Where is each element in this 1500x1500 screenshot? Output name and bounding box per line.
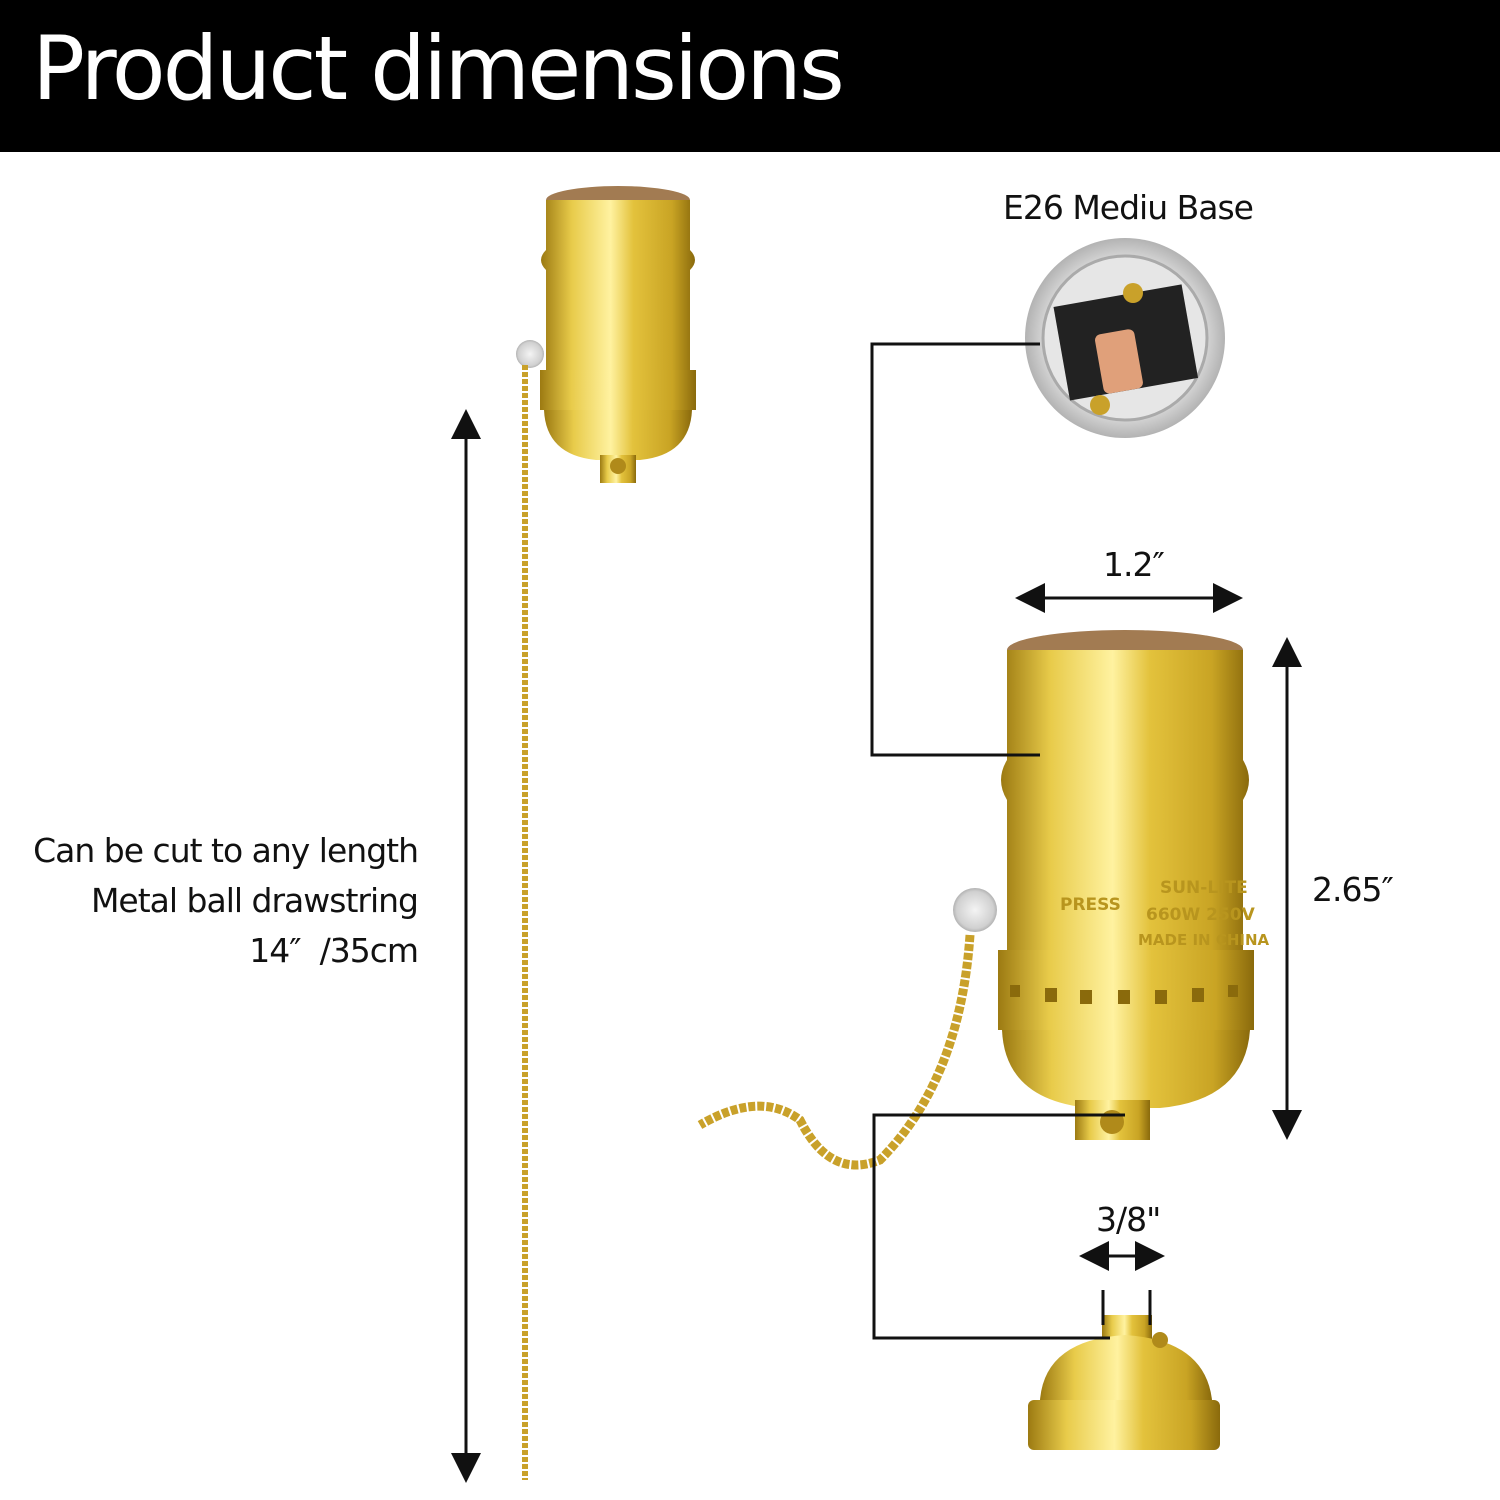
chain-description: Can be cut to any length Metal ball draw… bbox=[33, 826, 419, 976]
large-socket-chain bbox=[697, 934, 975, 1170]
marking-brand: SUN-LITE bbox=[1160, 878, 1248, 898]
large-socket-image: SUN-LITE 660W 250V MADE IN CHINA PRESS bbox=[953, 630, 1270, 1140]
marking-origin: MADE IN CHINA bbox=[1138, 931, 1270, 949]
base-leader-line bbox=[870, 342, 1040, 757]
header-bar: Product dimensions bbox=[0, 0, 1500, 152]
marking-rating: 660W 250V bbox=[1146, 905, 1256, 925]
base-type-label: E26 Mediu Base bbox=[1003, 188, 1254, 227]
chain-line-3: 14″ /35cm bbox=[249, 931, 419, 970]
e26-base-image bbox=[1025, 238, 1225, 438]
width-label: 1.2″ bbox=[1103, 545, 1165, 584]
page-title: Product dimensions bbox=[32, 17, 845, 120]
hole-label: 3/8" bbox=[1096, 1200, 1161, 1239]
marking-switch: PRESS bbox=[1060, 895, 1121, 915]
chain-line-2: Metal ball drawstring bbox=[90, 881, 419, 920]
small-socket-image bbox=[516, 186, 696, 483]
cap-leader-line bbox=[872, 1113, 1125, 1340]
height-label: 2.65″ bbox=[1312, 870, 1394, 909]
chain-line-1: Can be cut to any length bbox=[33, 831, 419, 870]
socket-cap-image bbox=[1028, 1315, 1220, 1450]
